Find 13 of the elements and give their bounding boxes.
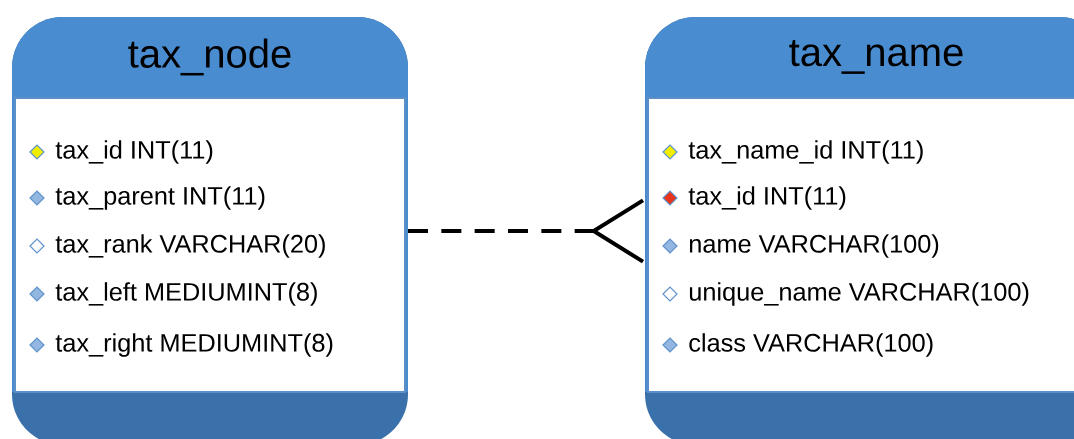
field-text: tax_right MEDIUMINT(8) (55, 333, 333, 357)
field-text: tax_parent INT(11) (55, 186, 265, 210)
field-text: name VARCHAR(100) (689, 234, 939, 258)
field-text: tax_id INT(11) (55, 140, 213, 164)
relationship-line (408, 198, 645, 264)
field-text: tax_left MEDIUMINT(8) (55, 282, 317, 306)
field-text: tax_rank VARCHAR(20) (55, 234, 325, 258)
field-text: class VARCHAR(100) (689, 333, 933, 357)
field-text: unique_name VARCHAR(100) (689, 282, 1029, 306)
table-title: tax_name (789, 40, 963, 74)
field-text: tax_name_id INT(11) (688, 140, 923, 164)
table-title: tax_node (128, 38, 291, 76)
field-text: tax_id INT(11) (688, 186, 846, 210)
